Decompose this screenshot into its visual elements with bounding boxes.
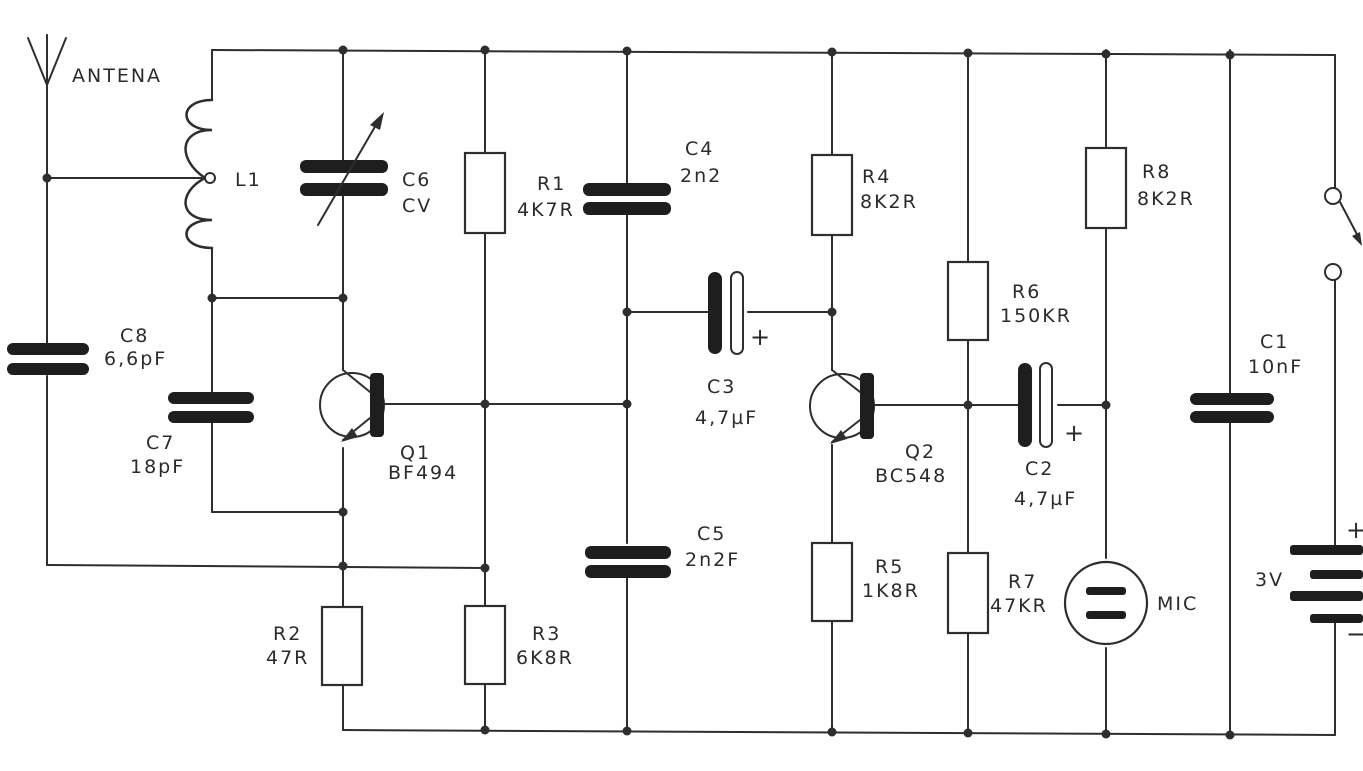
C1-value: 10nF [1248, 356, 1303, 378]
resistor-R6 [946, 260, 990, 342]
C2-plus-sign: + [1064, 419, 1084, 447]
C4-value: 2n2 [680, 165, 722, 187]
resistor-R5 [810, 541, 854, 623]
C5-ref: C5 [697, 523, 726, 545]
capacitor-C5 [585, 546, 671, 578]
resistor-R2 [320, 605, 364, 687]
R3-ref: R3 [532, 623, 561, 645]
battery-minus-sign: − [1346, 620, 1363, 648]
capacitor-C6-variable [300, 112, 388, 226]
battery-symbol [1290, 545, 1363, 623]
L1-ref: L1 [235, 169, 262, 191]
R8-value: 8K2R [1137, 188, 1195, 210]
C1-ref: C1 [1260, 331, 1289, 353]
antenna-label: ANTENA [72, 65, 162, 87]
R3-value: 6K8R [516, 647, 574, 669]
C6-value: CV [402, 195, 432, 217]
capacitor-C4 [583, 183, 671, 215]
inductor-L1 [184, 98, 216, 250]
transistor-Q1 [319, 369, 391, 442]
C4-ref: C4 [685, 138, 714, 160]
battery-plus-sign: + [1346, 516, 1363, 544]
R6-ref: R6 [1012, 281, 1041, 303]
battery-value: 3V [1255, 569, 1284, 591]
Q2-value: BC548 [875, 465, 947, 487]
C2-ref: C2 [1025, 458, 1054, 480]
microphone [1063, 560, 1149, 646]
C3-ref: C3 [707, 376, 736, 398]
capacitor-C3-electrolytic [708, 271, 744, 355]
R8-ref: R8 [1142, 161, 1171, 183]
Q1-ref: Q1 [400, 442, 431, 464]
R2-value: 47R [266, 647, 309, 669]
R4-ref: R4 [862, 166, 891, 188]
resistor-R7 [946, 551, 990, 635]
C7-ref: C7 [146, 432, 175, 454]
R5-value: 1K8R [862, 580, 920, 602]
R1-value: 4K7R [517, 199, 575, 221]
R7-ref: R7 [1008, 571, 1037, 593]
transistor-Q2 [809, 369, 875, 444]
R1-ref: R1 [537, 173, 566, 195]
R7-value: 47KR [990, 595, 1048, 617]
capacitor-C2-electrolytic [1018, 362, 1053, 448]
resistor-R8 [1084, 146, 1128, 230]
capacitor-C1 [1190, 393, 1274, 423]
R4-value: 8K2R [860, 191, 918, 213]
R2-ref: R2 [273, 623, 302, 645]
C8-ref: C8 [120, 325, 149, 347]
C3-plus-sign: + [750, 323, 770, 351]
MIC-ref: MIC [1157, 593, 1198, 615]
R5-ref: R5 [875, 556, 904, 578]
Q1-value: BF494 [388, 462, 458, 484]
capacitor-C8 [7, 343, 89, 375]
wires [46, 34, 1336, 736]
Q2-ref: Q2 [905, 441, 936, 463]
resistor-R3 [463, 604, 507, 686]
C7-value: 18pF [130, 456, 185, 478]
C6-ref: C6 [402, 169, 431, 191]
antenna-symbol [27, 34, 67, 86]
C5-value: 2n2F [685, 549, 740, 571]
C8-value: 6,6pF [104, 348, 167, 370]
capacitor-C7 [168, 392, 254, 423]
power-switch [1324, 187, 1362, 281]
resistor-R4 [810, 153, 854, 237]
resistor-R1 [463, 151, 507, 235]
C3-value: 4,7µF [695, 407, 758, 429]
C2-value: 4,7µF [1014, 488, 1077, 510]
R6-value: 150KR [1000, 305, 1072, 327]
junction-dots [42, 45, 1235, 740]
